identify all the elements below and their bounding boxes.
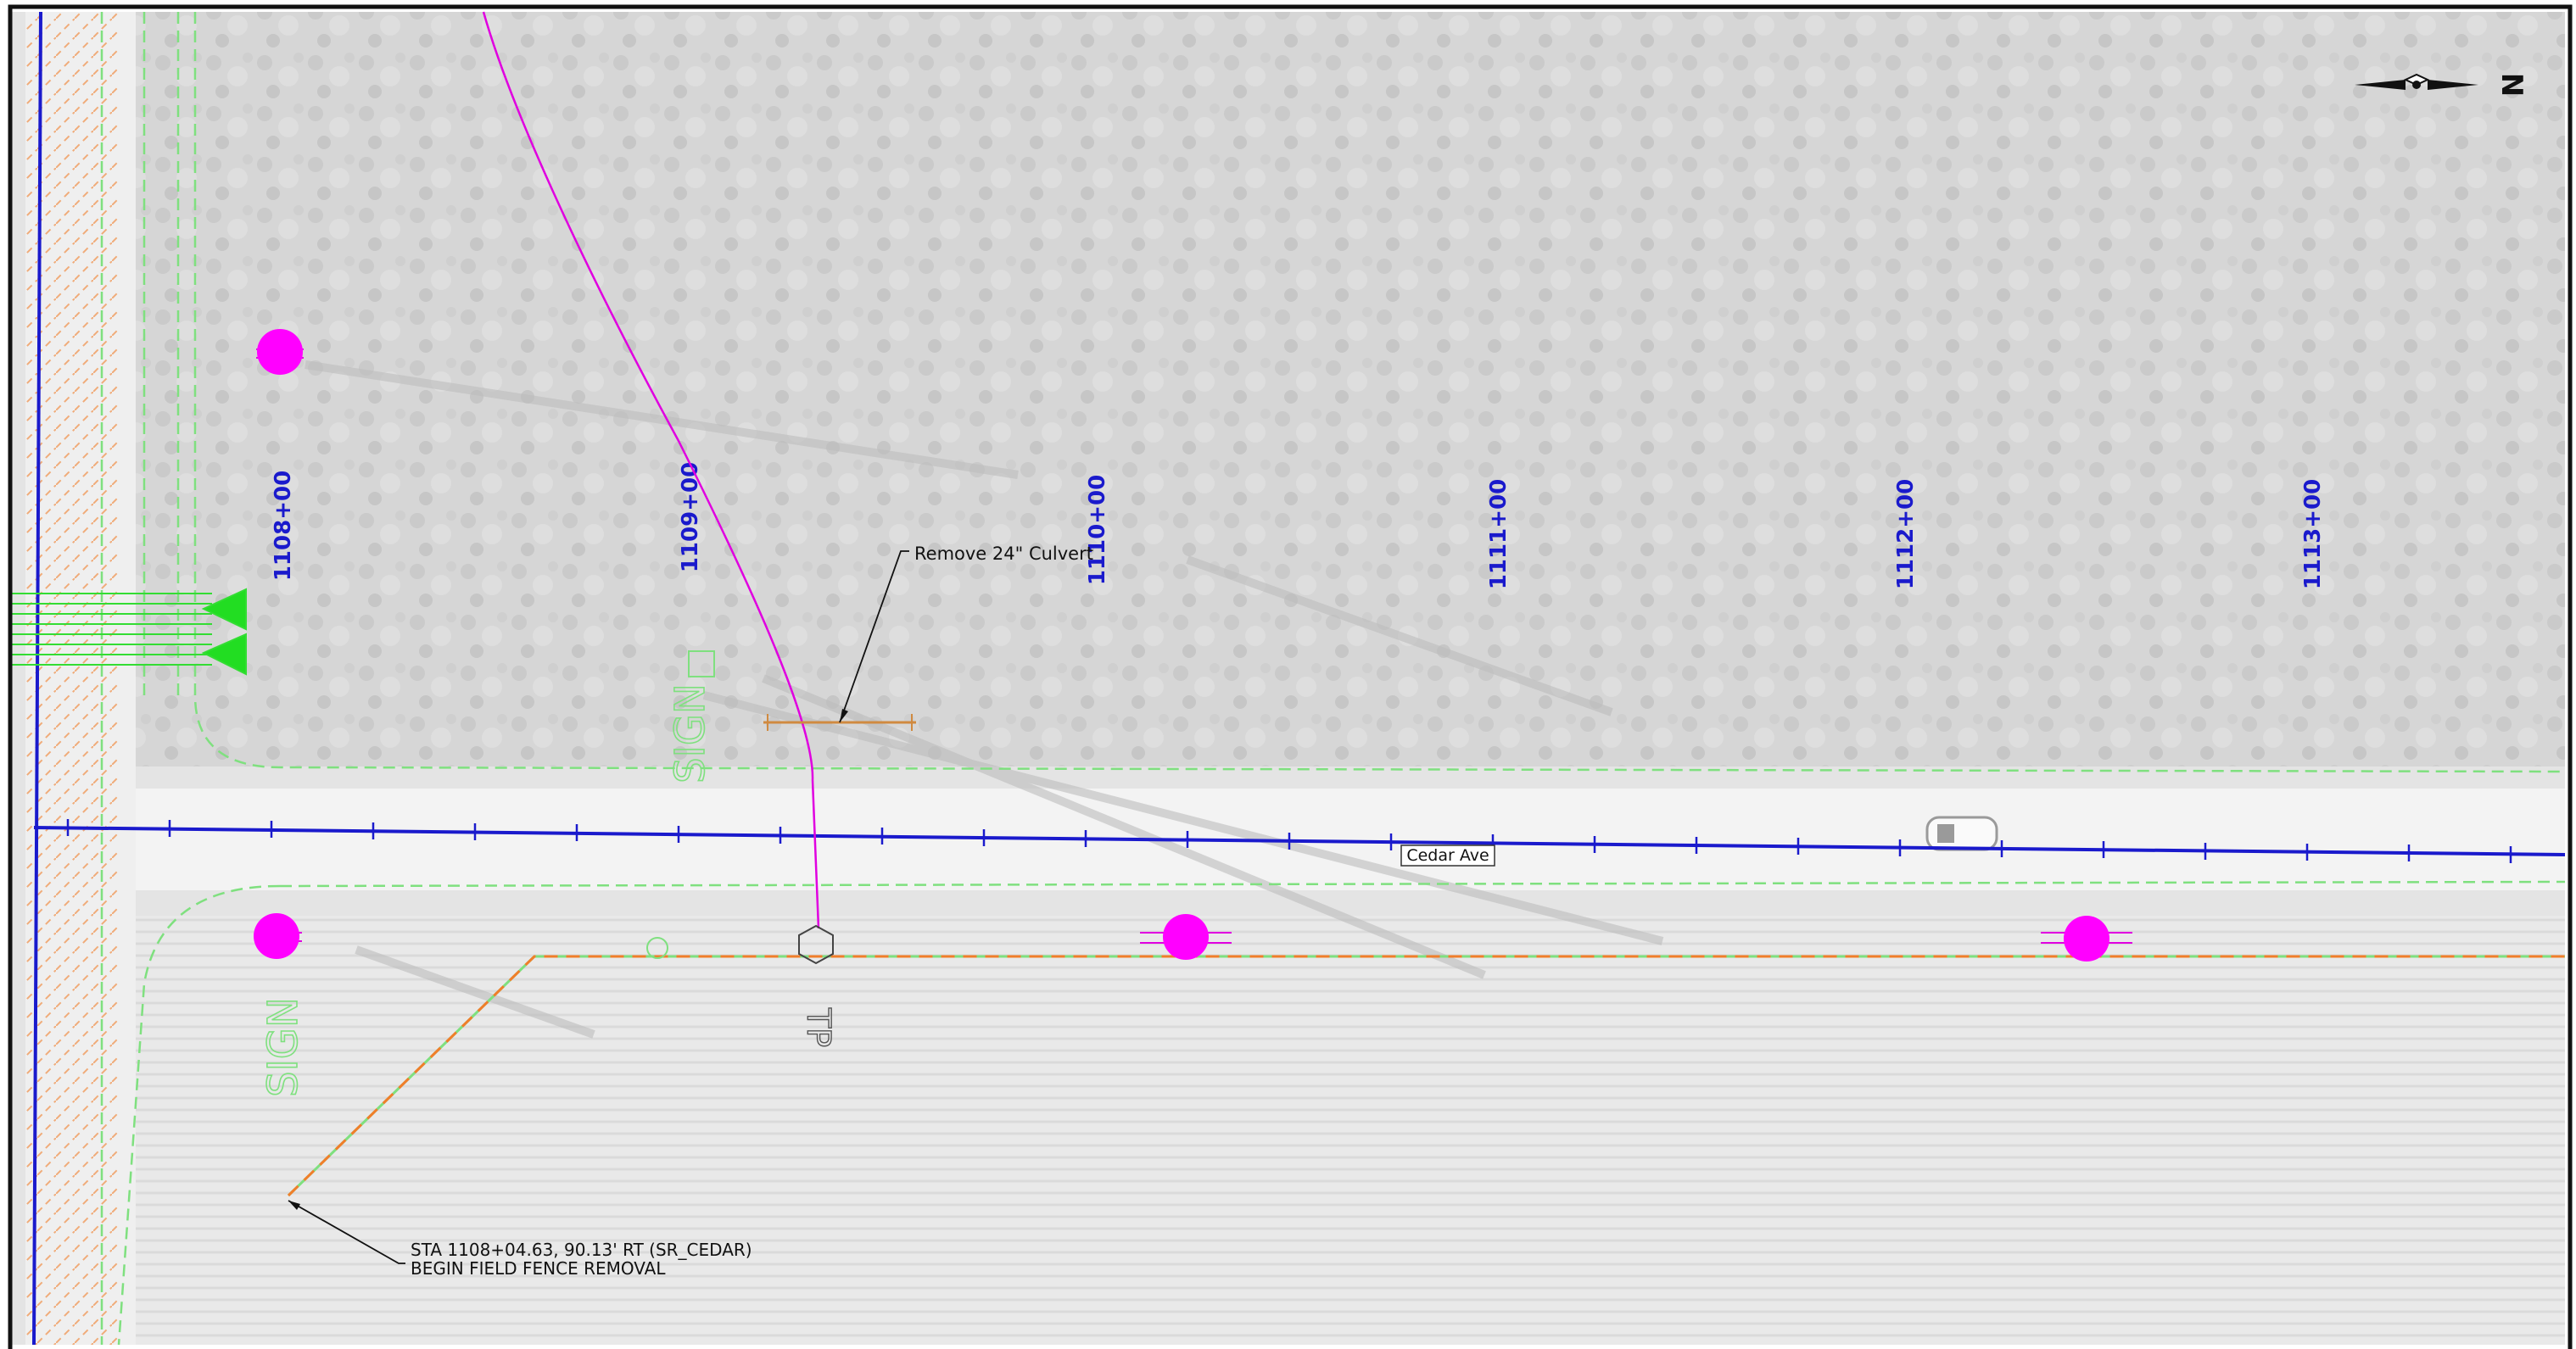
sign-symbol-north [688,650,715,677]
aerial-photo [12,12,2565,1345]
cedar-ave-alignment [33,819,2566,863]
vehicle-icon [1925,816,1998,851]
fence-callout-line2: BEGIN FIELD FENCE REMOVAL [411,1258,666,1279]
station-label-1110: 1110+00 [1085,475,1110,585]
station-label-1112: 1112+00 [1893,479,1919,589]
road-name-label: Cedar Ave [1400,845,1495,867]
utility-poles [254,329,2132,962]
sign-label-south: SIGN [260,997,307,1097]
utility-pole-icon [254,913,302,959]
station-label-1113: 1113+00 [2300,479,2326,589]
station-label-1109: 1109+00 [678,462,703,572]
culvert-callout-text: Remove 24" Culvert [914,544,1093,564]
fence-callout-line1: STA 1108+04.63, 90.13' RT (SR_CEDAR) [411,1240,752,1260]
farm-field [127,916,2565,1345]
tp-label: TP [800,1007,837,1047]
fence-callout: STA 1108+04.63, 90.13' RT (SR_CEDAR) BEG… [288,1200,752,1279]
sheet-border [8,4,2573,1349]
telephone-pedestal-icon [798,924,834,965]
utility-pole-icon [1140,914,1232,960]
road-name-text: Cedar Ave [1406,846,1489,865]
woods-area [136,12,2565,766]
fence-removal-line [287,955,2565,1197]
utility-line [482,11,820,929]
utility-pole-icon [256,329,304,375]
crossroad-culvert-ends [12,588,247,676]
cross-road-alignment [32,11,42,1346]
station-label-1111: 1111+00 [1486,479,1512,589]
north-arrow-letter: N [2495,73,2529,97]
station-labels: 1108+00 1109+00 1110+00 1111+00 1112+00 … [271,462,2326,589]
north-arrow-icon: N [2355,73,2529,97]
sign-label-north: SIGN [667,683,714,783]
culvert-callout: Remove 24" Culvert [839,544,1093,723]
utility-pole-icon [2041,916,2132,962]
station-label-1108: 1108+00 [271,471,296,581]
sign-symbol-south [646,937,668,959]
right-of-way-lines [100,12,2566,1346]
tree-shadows [305,360,1664,1039]
